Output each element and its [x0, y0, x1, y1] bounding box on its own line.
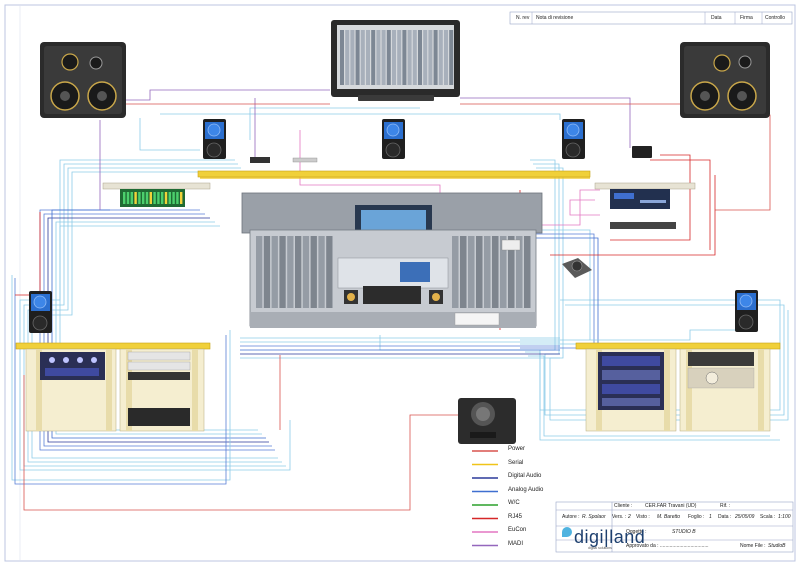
rev-col-check: Controllo [765, 15, 786, 21]
ref-label: Rif. : [720, 503, 731, 509]
sheet-value: 1 [709, 514, 712, 520]
date-value: 25/05/09 [735, 514, 755, 520]
legend-label-rj45: RJ45 [508, 513, 523, 520]
nearfield-speaker-3 [562, 119, 585, 159]
desk-left [15, 342, 211, 432]
rev-col-signature: Firma [740, 15, 753, 21]
keyboard-2 [454, 312, 500, 326]
interface-box [632, 146, 652, 158]
sheet-label: Foglio : [688, 514, 705, 520]
nearfield-speaker-4 [29, 291, 52, 333]
version-value: 2 [628, 514, 631, 520]
subject-value: STUDIO B [672, 529, 696, 535]
nearfield-speaker-5 [735, 290, 758, 332]
title-block [555, 501, 794, 553]
scale-label: Scala : [760, 514, 776, 520]
version-label: Vers. : [612, 514, 627, 520]
desk-right [575, 342, 781, 432]
patchbay [610, 222, 676, 229]
legend-label-w-c: W/C [508, 500, 520, 506]
approved-by-label: Approvato da : .........................… [626, 543, 709, 549]
display-monitor [331, 20, 460, 101]
keyboard [363, 286, 421, 304]
rev-col-number: N. rev [516, 15, 530, 21]
legend-label-power: Power [508, 446, 526, 452]
file-name-label: Nome File : [740, 543, 766, 549]
main-speaker-left [40, 42, 126, 118]
volume-controller [562, 258, 592, 278]
client-label: Cliente : [614, 503, 633, 509]
client-value: CER.FAR Travani (UD) [645, 503, 697, 509]
revision-table [509, 11, 793, 25]
subject-label: Oggetto : [626, 529, 647, 535]
subwoofer [458, 398, 516, 444]
digiland-logo-icon [562, 527, 572, 537]
scale-value: 1:100 [778, 514, 791, 520]
small-box-2 [292, 157, 318, 163]
legend-label-digital-audio: Digital Audio [508, 473, 542, 479]
sheet-frame [4, 4, 796, 562]
brand-tagline: digital solutions [588, 546, 612, 550]
main-speaker-right [680, 42, 770, 118]
rev-col-note: Nota di revisione [536, 15, 574, 21]
small-box-1 [250, 157, 270, 163]
checked-by-label: Visto : [636, 514, 650, 520]
author-label: Autore : [562, 514, 580, 520]
legend-label-eucon: EuCon [508, 527, 527, 533]
rack-shelf-right [594, 182, 696, 229]
checked-by-value: M. Baretto [657, 514, 681, 520]
file-name-value: StudioB [768, 543, 786, 549]
legend-lines [472, 450, 498, 547]
legend-label-analog-audio: Analog Audio [508, 486, 544, 493]
nearfield-speaker-2 [382, 119, 405, 159]
date-label: Data : [718, 514, 732, 520]
legend-label-madi: MADI [508, 540, 523, 547]
legend-label-serial: Serial [508, 459, 524, 466]
mixing-console [241, 192, 543, 328]
nearfield-speaker-1 [203, 119, 226, 159]
rack-shelf-left [102, 182, 211, 207]
author-value: R. Spolaor [582, 514, 606, 520]
rev-col-date: Data [711, 15, 722, 21]
brand-logo: digi|land [574, 527, 646, 547]
monitor-shelf [197, 170, 591, 178]
